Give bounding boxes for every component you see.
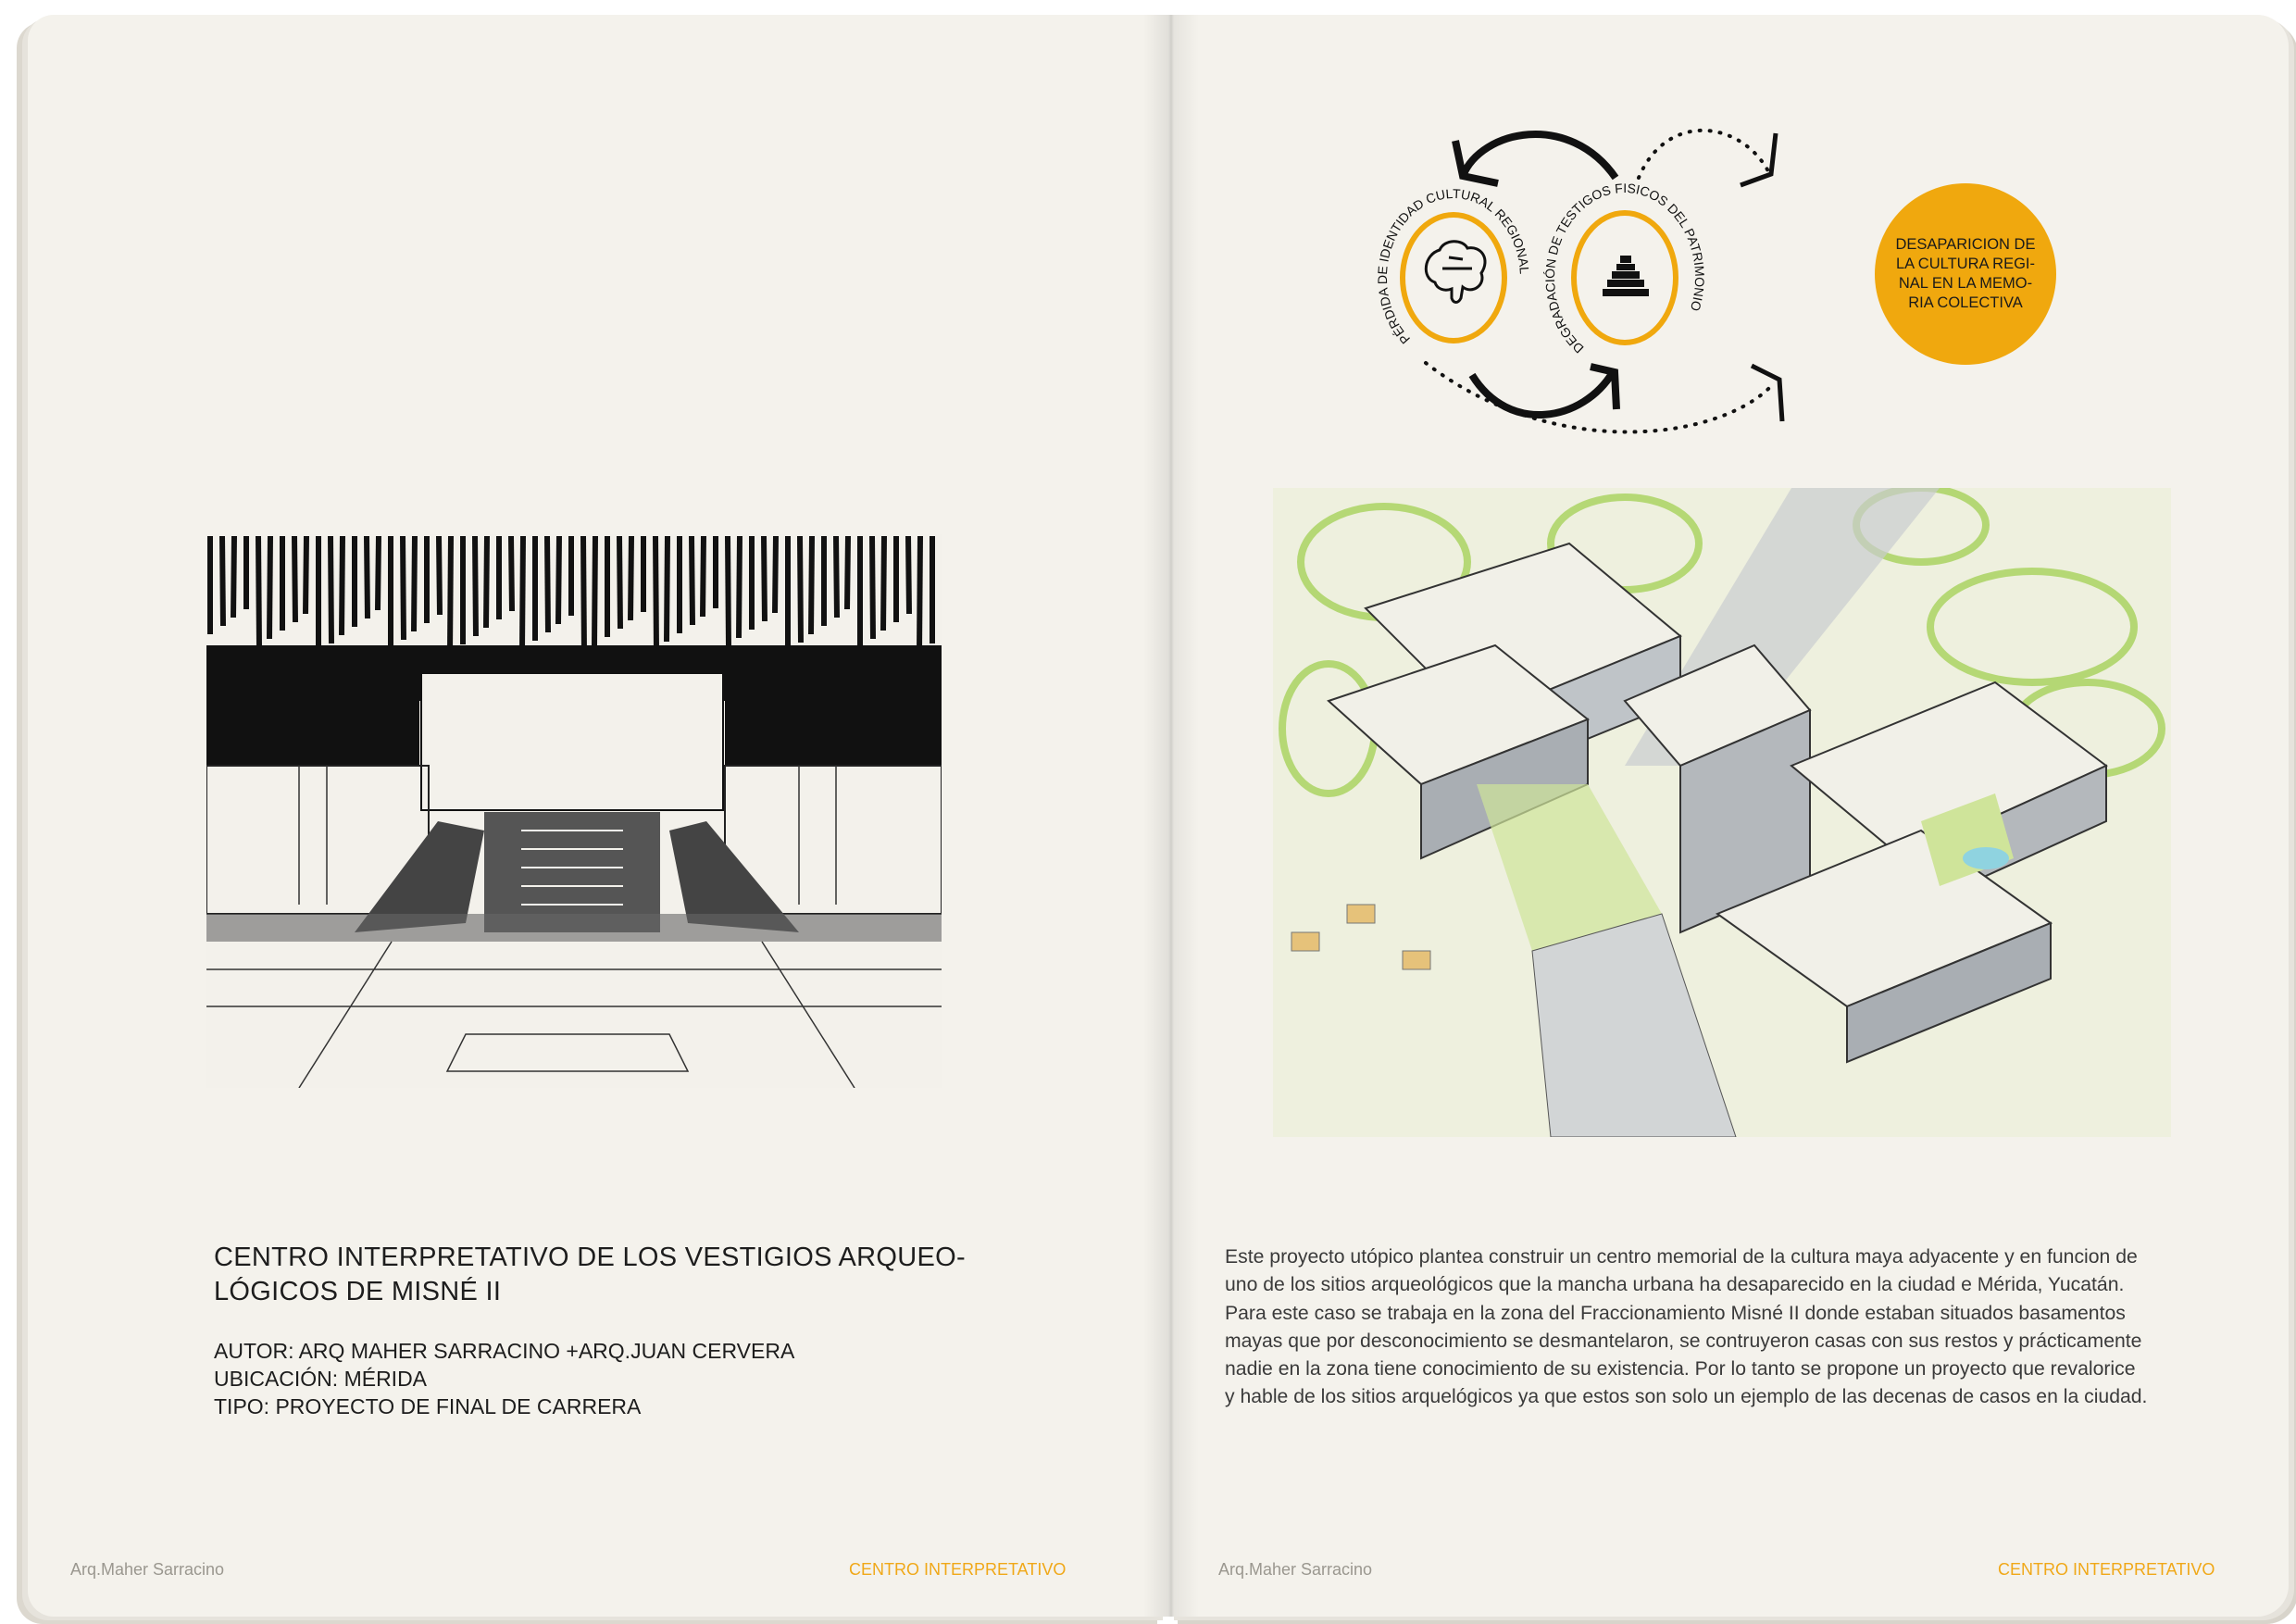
result-line: DESAPARICION DE xyxy=(1895,236,2036,253)
pen-stroke xyxy=(411,535,418,632)
result-line: LA CULTURA REGI- xyxy=(1895,256,2036,272)
result-circle: DESAPARICION DE LA CULTURA REGI- NAL EN … xyxy=(1875,183,2056,365)
left-footer-section: CENTRO INTERPRETATIVO xyxy=(849,1560,1067,1579)
pen-stroke xyxy=(339,535,345,636)
body-line: mayas que por desconocimiento se desmant… xyxy=(1225,1330,2142,1352)
left-footer-author: Arq.Maher Sarracino xyxy=(70,1560,225,1579)
pen-stroke xyxy=(869,535,876,640)
pen-stroke xyxy=(508,535,515,612)
result-line: NAL EN LA MEMO- xyxy=(1898,275,2033,292)
pen-stroke xyxy=(844,535,851,610)
pen-stroke xyxy=(880,535,887,631)
pen-stroke xyxy=(700,535,706,618)
brain-icon xyxy=(1425,240,1487,304)
pen-stroke xyxy=(833,535,840,618)
pen-stroke xyxy=(772,535,779,614)
svg-text:PÉRDIDA DE IDENTIDAD CULTURAL: PÉRDIDA DE IDENTIDAD CULTURAL REGIONAL xyxy=(1375,186,1532,347)
project-title: CENTRO INTERPRETATIVO DE LOS VESTIGIOS A… xyxy=(214,1241,1103,1309)
aerial-site-sketch xyxy=(1273,488,2171,1137)
author: AUTOR: ARQ MAHER SARRACINO +ARQ.JUAN CER… xyxy=(214,1339,795,1363)
pen-stroke xyxy=(472,535,479,637)
pen-stroke xyxy=(483,535,490,629)
pyramid-icon xyxy=(1603,256,1649,296)
right-footer-author: Arq.Maher Sarracino xyxy=(1218,1560,1373,1579)
title-line: LÓGICOS DE MISNÉ II xyxy=(214,1277,502,1306)
arrow-forward-icon xyxy=(1468,369,1616,418)
pen-stroke xyxy=(628,535,634,621)
right-footer-section: CENTRO INTERPRETATIVO xyxy=(1998,1560,2215,1579)
description-paragraph: Este proyecto utópico plantea construir … xyxy=(1225,1243,2262,1412)
body-line: Para este caso se trabaja en la zona del… xyxy=(1225,1302,2126,1324)
result-line: RIA COLECTIVA xyxy=(1908,294,2023,311)
pen-stroke xyxy=(555,535,562,625)
pen-stroke xyxy=(917,535,923,653)
book-gutter xyxy=(1143,15,1199,1617)
pen-stroke xyxy=(267,535,273,640)
pen-stroke xyxy=(400,535,406,641)
pen-stroke xyxy=(905,535,912,615)
pen-stroke xyxy=(689,535,695,626)
body-line: nadie en la zona tiene conocimiento de s… xyxy=(1225,1358,2136,1380)
pen-stroke xyxy=(617,535,623,630)
pen-stroke xyxy=(219,535,226,627)
pen-stroke xyxy=(519,535,526,650)
pen-stroke xyxy=(436,535,443,616)
pen-stroke xyxy=(592,535,598,646)
pen-stroke xyxy=(664,535,670,643)
pen-stroke xyxy=(544,535,551,633)
pen-stroke xyxy=(725,535,731,647)
pen-stroke xyxy=(364,535,370,619)
arrow-back-icon xyxy=(1459,131,1619,181)
body-line: uno de los sitios arqueológicos que la m… xyxy=(1225,1274,2125,1296)
pen-stroke xyxy=(256,535,262,648)
pen-stroke xyxy=(761,535,767,622)
body-line: y hable de los sitios arquelógicos ya qu… xyxy=(1225,1386,2148,1408)
pen-stroke xyxy=(580,535,587,655)
pen-stroke xyxy=(808,535,815,635)
pen-stroke xyxy=(447,535,454,654)
facade-sketch xyxy=(206,534,942,1088)
location: UBICACIÓN: MÉRIDA xyxy=(214,1367,428,1391)
title-line: CENTRO INTERPRETATIVO DE LOS VESTIGIOS A… xyxy=(214,1243,966,1272)
pen-stroke xyxy=(375,535,381,611)
pen-stroke xyxy=(653,535,659,651)
circle1-label: PÉRDIDA DE IDENTIDAD CULTURAL REGIONAL xyxy=(1375,186,1532,347)
project-meta: AUTOR: ARQ MAHER SARRACINO +ARQ.JUAN CER… xyxy=(214,1337,794,1420)
pen-stroke xyxy=(797,535,804,643)
project-type: TIPO: PROYECTO DE FINAL DE CARRERA xyxy=(214,1394,642,1418)
pen-stroke xyxy=(292,535,298,623)
cause-effect-diagram: PÉRDIDA DE IDENTIDAD CULTURAL REGIONAL D… xyxy=(1375,129,1785,434)
body-line: Este proyecto utópico plantea construir … xyxy=(1225,1246,2138,1268)
pen-stroke xyxy=(736,535,742,639)
pen-stroke xyxy=(231,535,237,618)
